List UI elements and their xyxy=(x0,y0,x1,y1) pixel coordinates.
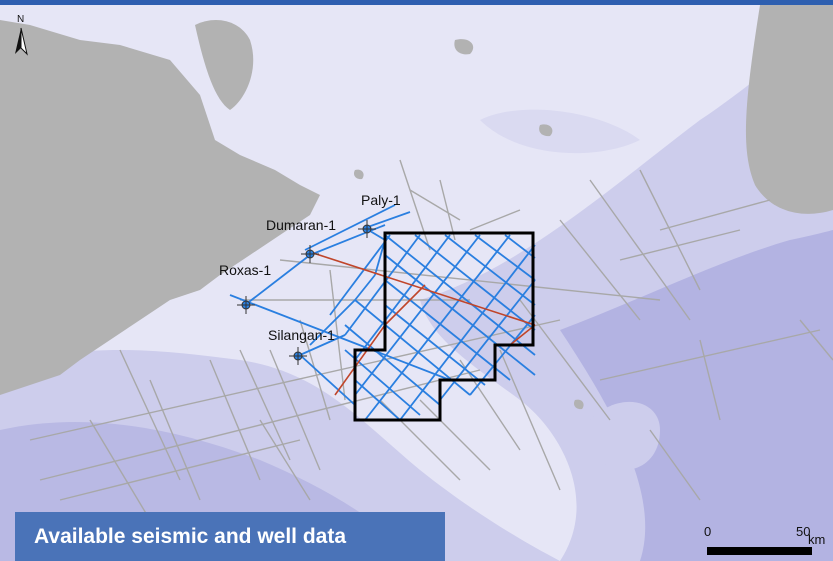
well-symbol-icon[interactable] xyxy=(358,220,376,238)
well-label-roxas: Roxas-1 xyxy=(219,262,272,278)
map-title: Available seismic and well data xyxy=(34,525,347,548)
land-island-north xyxy=(195,20,254,110)
well-symbol-icon[interactable] xyxy=(237,296,255,314)
north-arrow: N xyxy=(13,14,35,58)
well-symbol-icon[interactable] xyxy=(289,347,307,365)
scale-unit-label: km xyxy=(808,532,826,547)
scale-end-label: 50 xyxy=(796,524,811,539)
well-label-silangan: Silangan-1 xyxy=(268,327,335,343)
scale-start-label: 0 xyxy=(704,524,712,539)
well-label-paly: Paly-1 xyxy=(361,192,401,208)
well-label-dumaran: Dumaran-1 xyxy=(266,217,337,233)
seismic-red-lines xyxy=(309,251,536,396)
seamount-a xyxy=(590,401,660,470)
land-palawan xyxy=(0,20,320,395)
land-islet-3 xyxy=(573,399,584,410)
land-islet-2 xyxy=(539,124,553,137)
scale-bar-line xyxy=(707,547,812,555)
licence-block-outline xyxy=(353,231,535,422)
well-symbol-icon[interactable] xyxy=(301,245,319,263)
map-title-box: Available seismic and well data xyxy=(15,512,445,561)
land-islet-4 xyxy=(353,169,364,180)
sea-deep-east xyxy=(560,230,833,561)
north-letter: N xyxy=(17,14,25,25)
land-islet-1 xyxy=(454,39,474,55)
top-strip xyxy=(0,0,833,5)
seismic-blue-lines xyxy=(229,204,536,421)
scale-bar: 0 50 km xyxy=(700,524,833,561)
land-east xyxy=(745,5,833,214)
seismic-grey-lines xyxy=(29,159,833,521)
shelf-north xyxy=(480,109,640,154)
north-arrow-icon xyxy=(15,27,28,56)
